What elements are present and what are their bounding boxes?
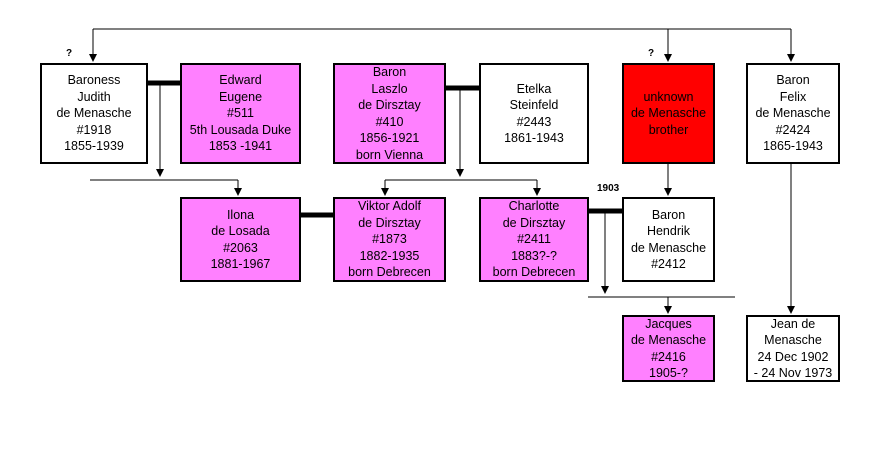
person-text-line: #2416 bbox=[651, 349, 686, 364]
person-text-line: born Debrecen bbox=[348, 265, 431, 280]
person-box-jacques[interactable]: Jacques de Menasche #2416 1905-? bbox=[622, 315, 715, 382]
person-text-line: #410 bbox=[375, 114, 404, 129]
person-text-line: unknown bbox=[643, 89, 694, 104]
person-text-line: 1883?-? bbox=[511, 248, 557, 263]
person-text-line: 1905-? bbox=[649, 366, 688, 380]
person-text-line: 1856-1921 bbox=[359, 131, 420, 145]
person-text-line: de Menasche bbox=[630, 106, 707, 121]
person-text-line: Charlotte bbox=[508, 199, 560, 214]
person-text-line: #2412 bbox=[651, 257, 686, 271]
person-text-line: Felix bbox=[779, 89, 807, 104]
person-text-line: Laszlo bbox=[371, 81, 408, 96]
person-text-line: Steinfeld bbox=[509, 98, 559, 112]
person-text-line: Baron bbox=[372, 65, 407, 79]
person-text-line: de Losada bbox=[211, 224, 270, 238]
person-text-line: #511 bbox=[227, 106, 254, 121]
person-text-line: de Menasche bbox=[630, 333, 707, 347]
person-text-line: #2411 bbox=[517, 232, 551, 247]
person-text-line: born Vienna bbox=[355, 147, 424, 162]
person-text-line: #2443 bbox=[516, 114, 552, 129]
person-text-line: de Dirsztay bbox=[502, 215, 566, 230]
person-text-line: Judith bbox=[77, 89, 111, 104]
person-text-line: Baron bbox=[776, 73, 810, 88]
person-text-line: brother bbox=[648, 122, 689, 137]
person-text-line: #2424 bbox=[775, 122, 811, 137]
person-text-line: Jacques bbox=[645, 316, 692, 331]
person-text-line: Eugene bbox=[218, 89, 263, 104]
person-text-line: Jean de bbox=[770, 316, 816, 331]
person-text-line: Hendrik bbox=[646, 224, 691, 238]
person-text-line: Edward bbox=[219, 73, 262, 88]
person-text-line: - 24 Nov 1973 bbox=[753, 366, 833, 380]
person-text-line: de Dirsztay bbox=[358, 215, 421, 230]
marriage-year-note: 1903 bbox=[597, 183, 620, 194]
person-text-line: 5th Lousada Duke bbox=[189, 122, 292, 137]
person-text-line: Ilona bbox=[226, 207, 255, 222]
person-text-line: born Debrecen bbox=[492, 265, 576, 280]
person-text-line: Viktor Adolf bbox=[357, 199, 421, 214]
person-text-line: de Dirsztay bbox=[358, 98, 421, 112]
person-box-jean[interactable]: Jean de Menasche 24 Dec 1902 - 24 Nov 1973 bbox=[746, 315, 840, 382]
person-text-line: #1873 bbox=[372, 232, 407, 247]
person-text-line: de Menasche bbox=[630, 240, 707, 255]
person-text-line: Baron bbox=[651, 207, 686, 222]
person-text-line: 1853 -1941 bbox=[208, 139, 273, 154]
person-text-line: de Menasche bbox=[755, 106, 831, 121]
unknown-parent-note-left: ? bbox=[66, 48, 73, 59]
person-box-ilona[interactable]: Ilona de Losada #2063 1881-1967 bbox=[180, 197, 301, 282]
person-text-line: 1855-1939 bbox=[64, 139, 124, 154]
unknown-parent-note-right: ? bbox=[648, 48, 655, 59]
person-text-line: 1865-1943 bbox=[763, 139, 823, 154]
person-text-line: 1881-1967 bbox=[210, 257, 271, 271]
person-text-line: #1918 bbox=[76, 122, 112, 137]
person-text-line: #2063 bbox=[223, 240, 258, 255]
person-text-line: Baroness bbox=[67, 73, 121, 88]
person-text-line: Menasche bbox=[764, 333, 822, 347]
person-text-line: Etelka bbox=[516, 81, 552, 96]
person-text-line: 24 Dec 1902 bbox=[757, 349, 829, 364]
person-text-line: de Menasche bbox=[56, 106, 132, 121]
person-text-line: 1882-1935 bbox=[359, 248, 420, 263]
person-text-line: 1861-1943 bbox=[504, 131, 564, 145]
